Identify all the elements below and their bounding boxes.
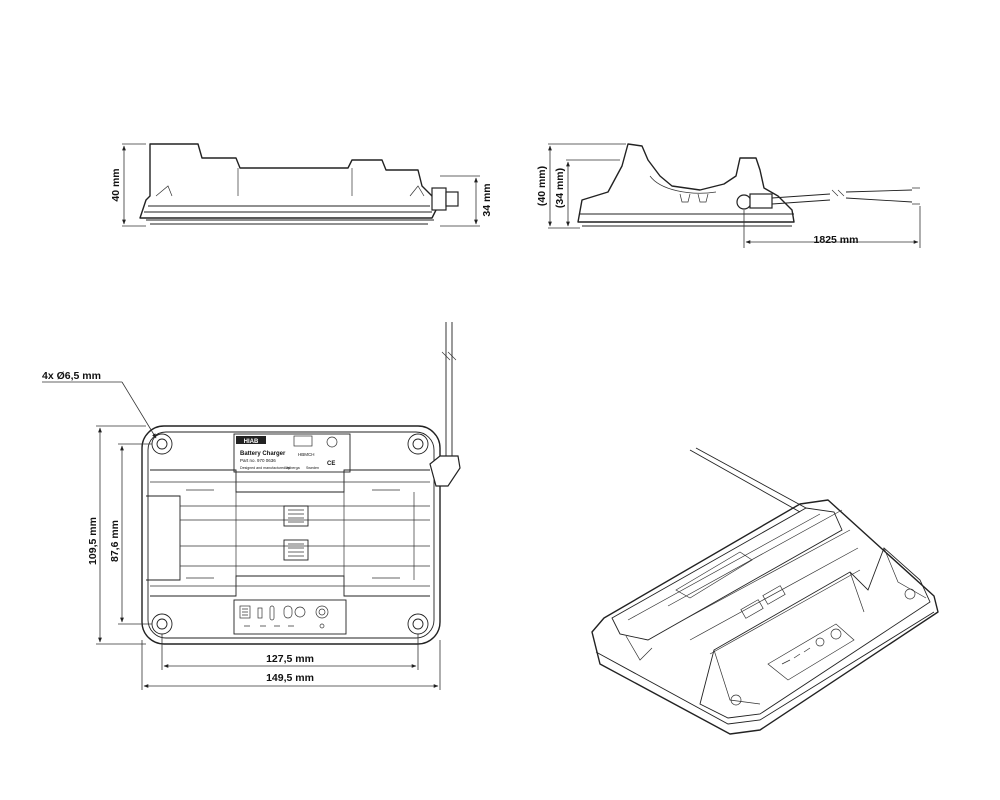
height-outer-label: 109,5 mm xyxy=(87,517,99,565)
side-height-base-label: 34 mm xyxy=(481,183,493,216)
end-height-base-label: (34 mm) xyxy=(554,168,566,208)
mounting-holes xyxy=(151,433,429,635)
end-view: (40 mm) (34 mm) 1825 mm xyxy=(536,143,921,248)
indicator-panel xyxy=(233,599,347,635)
side-view: 40 mm 34 mm xyxy=(110,143,493,227)
part-number: Part no. 970 0636 xyxy=(240,458,276,463)
product-title: Battery Charger xyxy=(240,451,286,457)
width-outer-label: 149,5 mm xyxy=(266,672,314,684)
side-height-overall-label: 40 mm xyxy=(110,168,122,201)
ce-mark: CE xyxy=(327,461,335,467)
model-code: HBMCH xyxy=(298,452,315,457)
maker-country: Sweden xyxy=(306,466,319,470)
maker-name: Ustberga xyxy=(285,466,300,470)
height-inner-label: 87,6 mm xyxy=(109,520,121,562)
top-view: HIAB Battery Charger Part no. 970 0636 H… xyxy=(42,322,461,690)
end-height-overall-label: (40 mm) xyxy=(536,166,548,206)
cable-length-label: 1825 mm xyxy=(814,234,859,246)
brand-label: HIAB xyxy=(244,439,259,445)
width-inner-label: 127,5 mm xyxy=(266,653,314,665)
manufacturer-line: Designed and manufactured by xyxy=(240,466,290,470)
isometric-view xyxy=(591,447,939,735)
hole-callout-label: 4x Ø6,5 mm xyxy=(42,370,101,382)
